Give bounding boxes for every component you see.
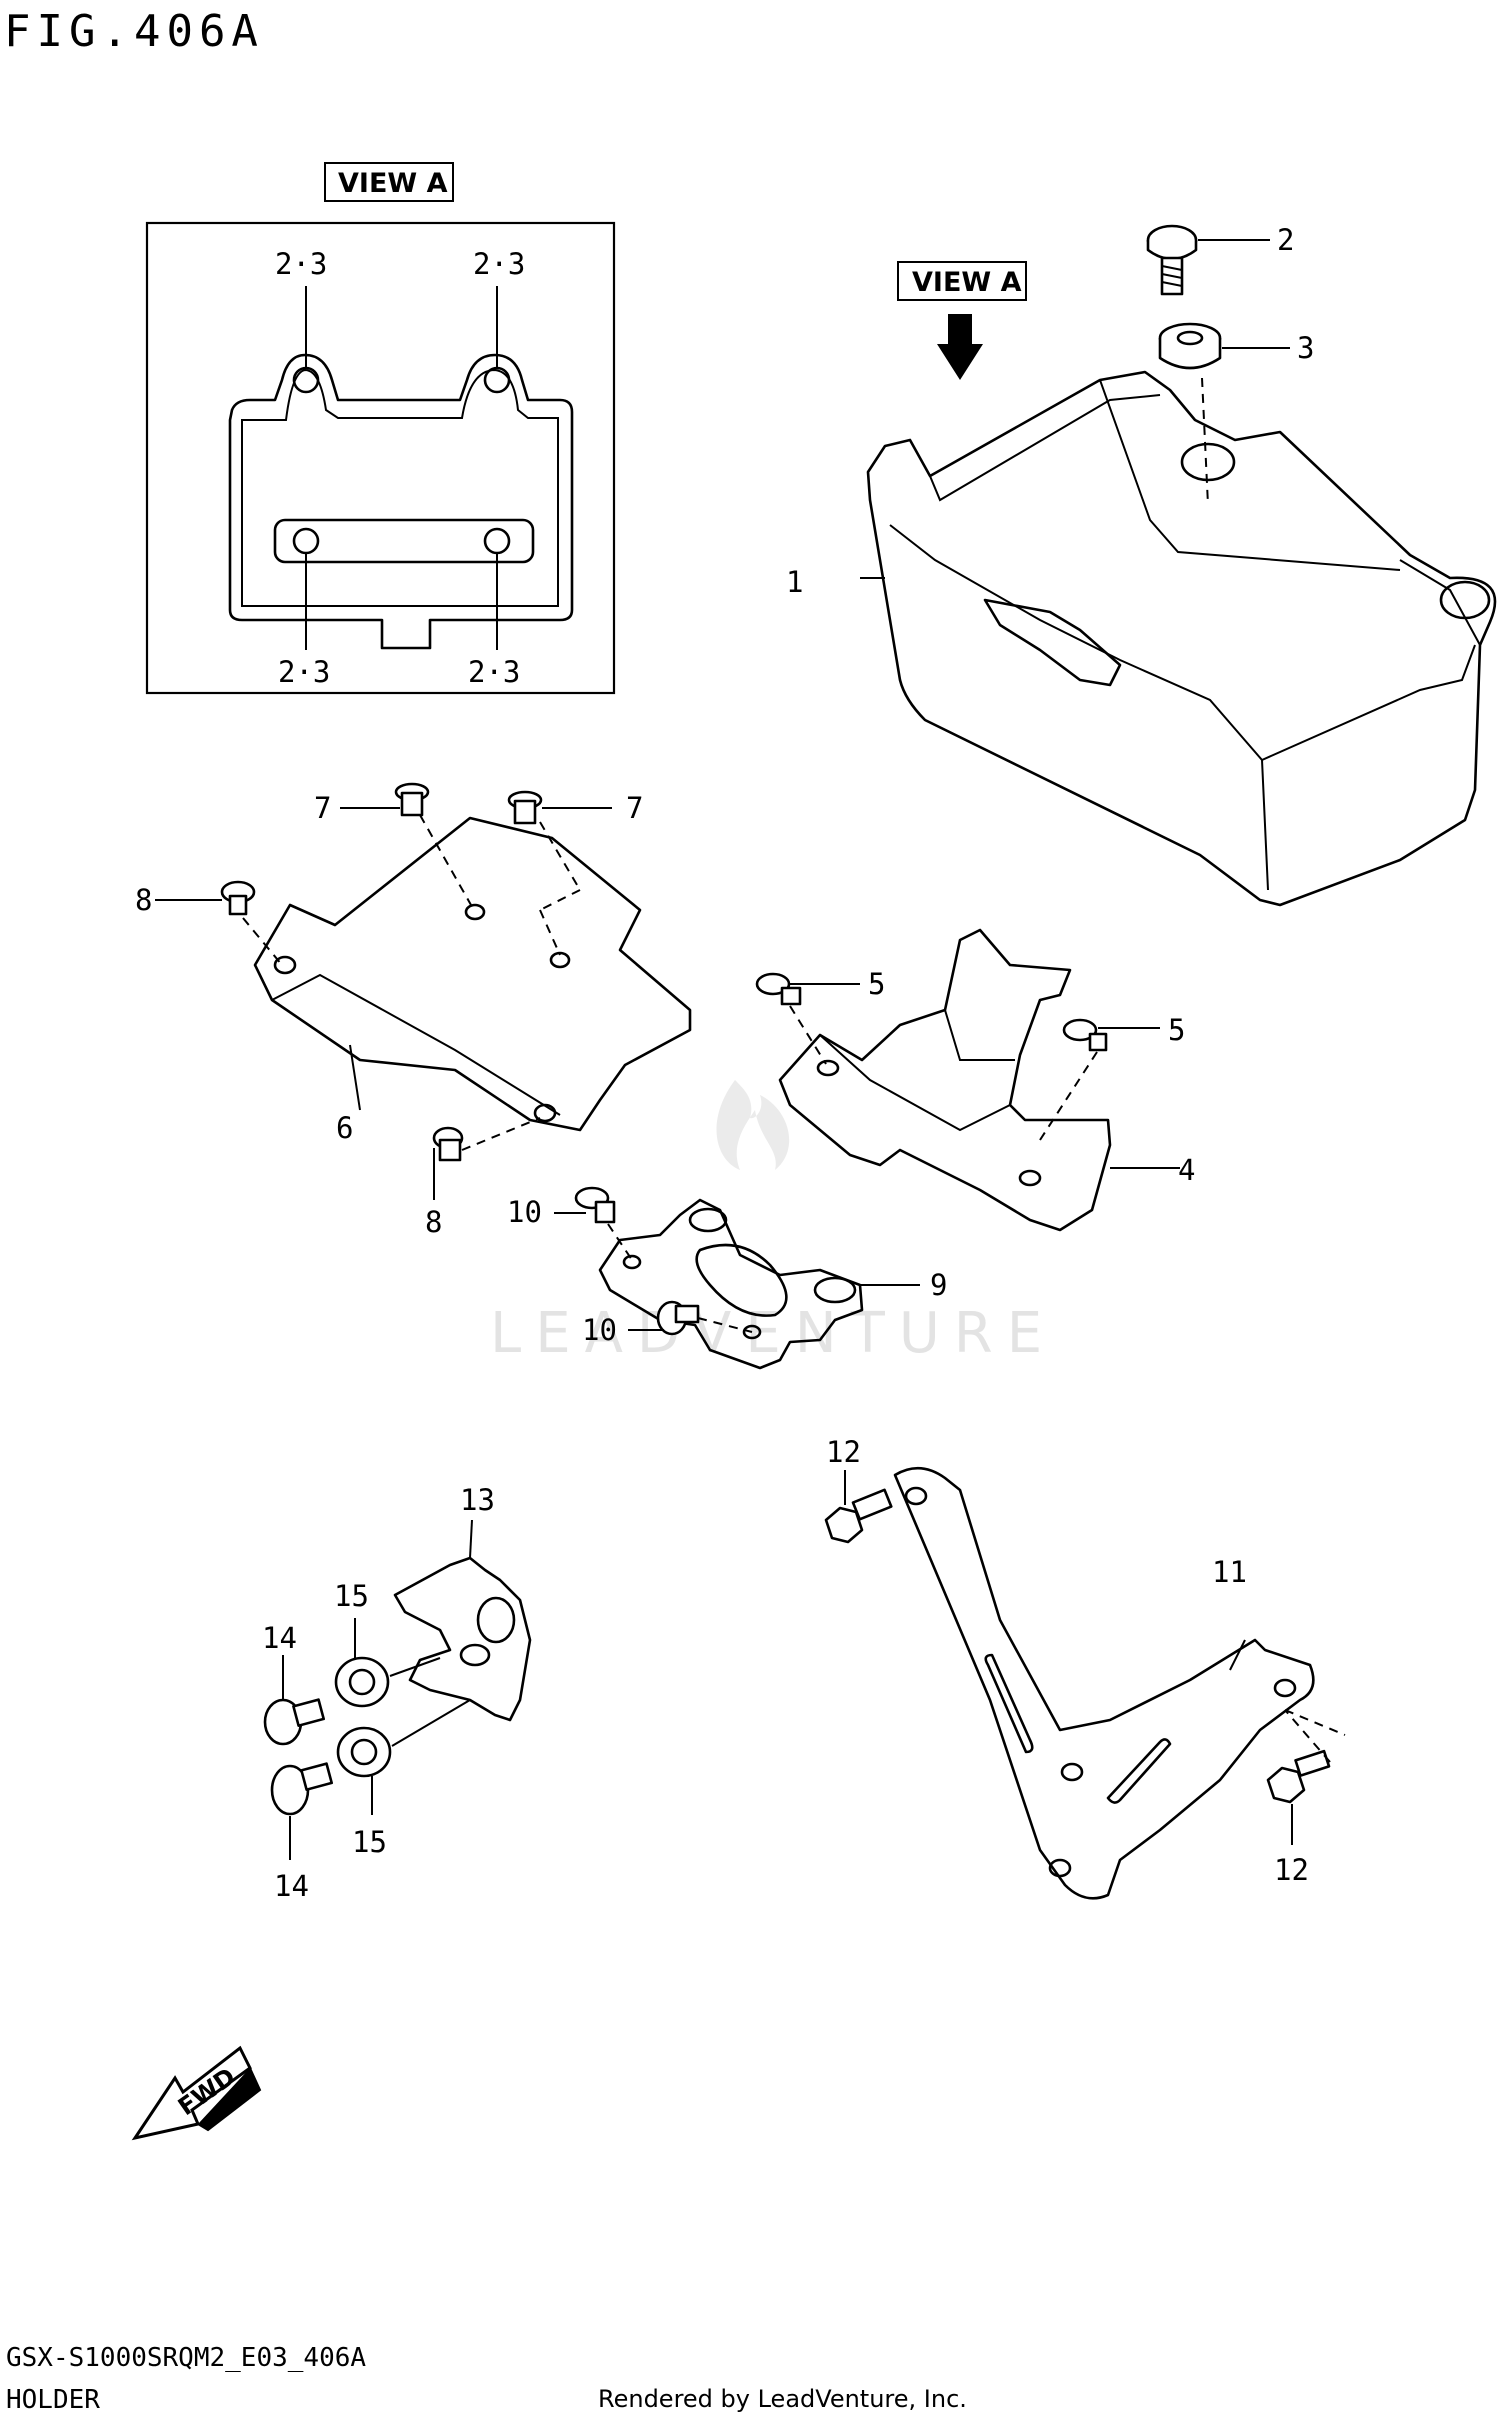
diagram-name: HOLDER <box>6 2385 100 2415</box>
part-6-cover-plate <box>253 816 692 1132</box>
part-11-stay <box>893 1466 1315 1900</box>
callout-10a: 10 <box>507 1195 542 1229</box>
tray-bushing-2 <box>1439 580 1491 620</box>
part-1-battery-tray: VIEW A <box>860 261 1497 907</box>
tray-inner-view-a <box>241 368 559 607</box>
part-15-grommets <box>334 1618 471 1815</box>
diagram-code: GSX-S1000SRQM2_E03_406A <box>6 2343 367 2373</box>
callout-8a: 8 <box>135 883 152 917</box>
mount-hole-top-right <box>483 366 511 394</box>
tray-outline-view-a <box>228 353 574 650</box>
part-4-bracket <box>778 928 1180 1232</box>
tray-clip <box>983 598 1122 687</box>
bracket-outline <box>778 928 1112 1232</box>
mount-hole-bottom-right <box>483 527 511 555</box>
part-12-bolts <box>824 1470 1346 1845</box>
part-3-grommet <box>1158 322 1290 506</box>
part-13-clamp <box>393 1519 532 1722</box>
callout-8b: 8 <box>425 1205 442 1239</box>
callout-12b: 12 <box>1274 1853 1309 1887</box>
callout-12a: 12 <box>826 1435 861 1469</box>
callout-13: 13 <box>460 1483 495 1517</box>
figure-title: FIG.406A <box>4 6 264 57</box>
mount-hole-bottom-left <box>292 527 320 555</box>
inset-label-bottom-left: 2·3 <box>278 655 330 689</box>
clamp-outline <box>393 1556 532 1722</box>
callout-7b: 7 <box>626 791 643 825</box>
part-10-screws <box>554 1186 753 1336</box>
callout-6: 6 <box>336 1111 353 1145</box>
callout-5b: 5 <box>1168 1013 1185 1047</box>
part-5-screws <box>755 972 1160 1141</box>
part-7-screws <box>340 782 612 956</box>
view-a-arrow-tag-box <box>897 261 1027 301</box>
callout-9: 9 <box>930 1268 947 1302</box>
view-a-tag-box <box>324 162 454 202</box>
callout-3: 3 <box>1297 331 1314 365</box>
view-a-arrow-tag-label: VIEW A <box>912 267 1022 298</box>
part-2-bolt <box>1146 224 1270 296</box>
callout-4: 4 <box>1178 1153 1195 1187</box>
inset-frame <box>145 221 616 695</box>
part-8-screws <box>155 880 541 1200</box>
callout-14a: 14 <box>262 1621 297 1655</box>
tray-bushing-1 <box>1180 442 1236 482</box>
inset-label-bottom-right: 2·3 <box>468 655 520 689</box>
callout-11: 11 <box>1212 1555 1247 1589</box>
inset-label-top-left: 2·3 <box>275 247 327 281</box>
render-credit: Rendered by LeadVenture, Inc. <box>598 2385 967 2413</box>
callout-15b: 15 <box>352 1825 387 1859</box>
callout-7a: 7 <box>314 791 331 825</box>
inset-label-top-right: 2·3 <box>473 247 525 281</box>
view-direction-arrow <box>937 314 983 380</box>
plate-outline <box>253 816 692 1132</box>
view-a-inset: VIEW A 2·3 2·3 2·3 2·3 <box>145 162 616 695</box>
callout-14b: 14 <box>274 1869 309 1903</box>
tray-body <box>866 370 1497 907</box>
callout-5a: 5 <box>868 967 885 1001</box>
stay-outline <box>893 1466 1315 1900</box>
callout-10b: 10 <box>582 1313 617 1347</box>
part-14-screws <box>263 1655 334 1860</box>
watermark-text: LEADVENTURE <box>490 1301 1056 1366</box>
view-a-tag-label: VIEW A <box>338 168 448 199</box>
fwd-arrow-icon: FWD <box>131 2045 262 2141</box>
mount-hole-top-left <box>292 366 320 394</box>
callout-labels: 1 2 3 4 5 5 6 7 7 8 8 9 10 10 11 12 12 1… <box>135 223 1314 1903</box>
center-slot-plate <box>273 518 535 564</box>
watermark: LEADVENTURE <box>490 1080 1056 1366</box>
callout-15a: 15 <box>334 1579 369 1613</box>
callout-1: 1 <box>786 565 803 599</box>
callout-2: 2 <box>1277 223 1294 257</box>
